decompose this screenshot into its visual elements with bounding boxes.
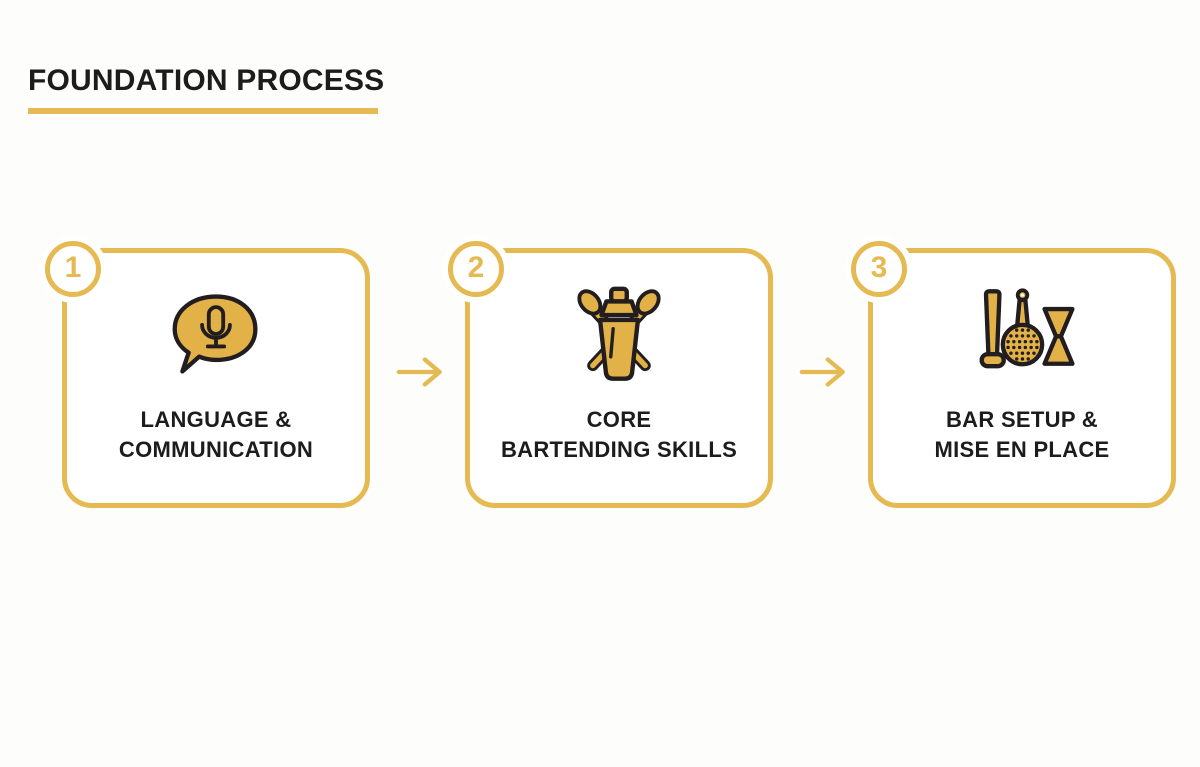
cocktail-shaker-bar-spoons-icon (577, 286, 661, 381)
step-number: 1 (64, 251, 82, 284)
title-block: FOUNDATION PROCESS (28, 64, 384, 114)
strainer-perforations (1006, 328, 1039, 361)
step-1-icon-area (168, 283, 264, 385)
step-label-line1: LANGUAGE & (140, 407, 292, 432)
step-2-icon-area (564, 283, 674, 385)
step-number: 3 (870, 251, 888, 284)
step-label: BAR SETUP & MISE EN PLACE (934, 405, 1109, 465)
step-badge-3: 3 (851, 241, 907, 297)
page-title: FOUNDATION PROCESS (28, 64, 385, 97)
step-label-line1: BAR SETUP & (945, 407, 1098, 432)
step-badge-2: 2 (448, 241, 504, 297)
step-3-icon-area (966, 283, 1078, 385)
step-label-line2: COMMUNICATION (118, 437, 314, 462)
step-card-bar-setup-mise-en-place: 3 (851, 241, 1176, 508)
step-label-line2: BARTENDING SKILLS (500, 437, 738, 462)
step-label: LANGUAGE & COMMUNICATION (119, 405, 313, 465)
bar-tools-icon (979, 288, 1075, 369)
arrow-right-icon (396, 357, 442, 387)
step-card-language-communication: 1 LANGUAGE & COMMUNICATION (45, 241, 370, 508)
step-label: CORE BARTENDING SKILLS (501, 405, 737, 465)
speech-bubble-microphone-icon (172, 294, 258, 374)
step-number: 2 (467, 251, 485, 284)
title-underline (28, 108, 378, 114)
step-label-line1: CORE (586, 407, 652, 432)
step-card-core-bartending-skills: 2 CORE BARTENDING SKILLS (448, 241, 773, 508)
step-badge-1: 1 (45, 241, 101, 297)
step-label-line2: MISE EN PLACE (934, 437, 1110, 462)
arrow-right-icon (799, 357, 845, 387)
